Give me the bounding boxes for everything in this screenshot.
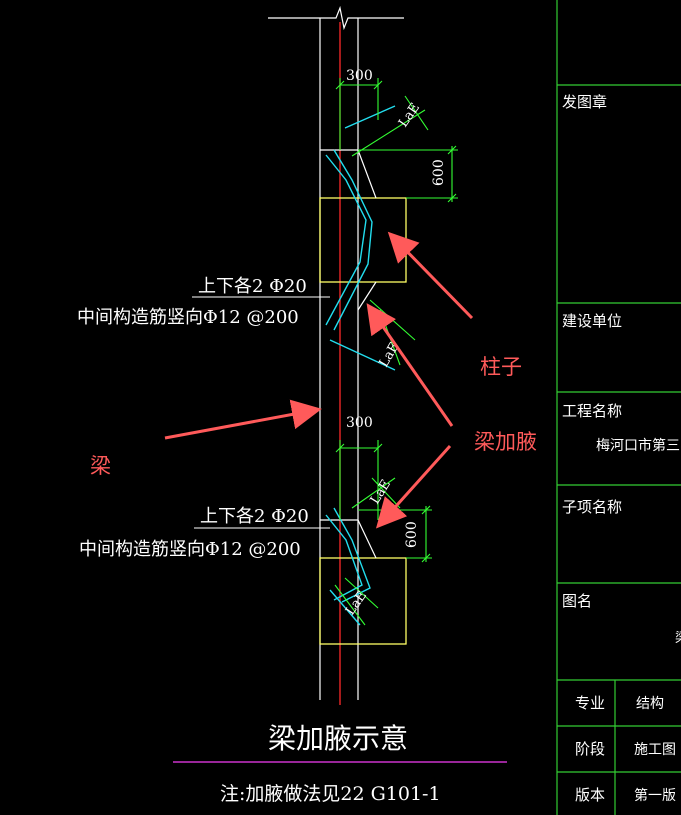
- annotation-column: 柱子: [480, 355, 522, 379]
- stamp-label: 发图章: [562, 93, 607, 111]
- drawing-note: 注:加腋做法见22 G101-1: [220, 783, 441, 805]
- rebar-note-lower-2: 中间构造筋竖向Φ12 @200: [79, 539, 301, 560]
- discipline-label: 专业: [575, 694, 605, 712]
- arrow-to-beam: [164, 399, 322, 440]
- stage-value: 施工图: [634, 742, 676, 758]
- project-value: 梅河口市第三实验小: [596, 437, 681, 454]
- arrow-to-column: [387, 231, 474, 320]
- dim-300-lower: 300: [346, 415, 373, 431]
- rebar-note-upper-1: 上下各2 Φ20: [198, 276, 307, 297]
- rebar-note-upper-2: 中间构造筋竖向Φ12 @200: [77, 307, 299, 328]
- subitem-label: 子项名称: [562, 498, 622, 516]
- annotation-beam-haunch: 梁加腋: [474, 430, 537, 454]
- stage-label: 阶段: [575, 740, 605, 758]
- drawing-name-value: 梁: [675, 631, 681, 646]
- title-block: [556, 0, 681, 815]
- version-label: 版本: [575, 786, 605, 804]
- break-line: [268, 5, 404, 31]
- annotation-beam: 梁: [90, 454, 111, 478]
- drawing-name-label: 图名: [562, 592, 592, 610]
- client-label: 建设单位: [562, 312, 622, 330]
- drawing-title: 梁加腋示意: [268, 722, 408, 755]
- rebar-note-lower-1: 上下各2 Φ20: [200, 506, 309, 527]
- dim-lae-upper-right: LaE: [376, 340, 402, 370]
- dim-600-upper: 600: [431, 159, 447, 186]
- arrow-to-haunch-upper: [366, 303, 454, 427]
- annotation-arrows: [164, 231, 474, 529]
- version-value: 第一版: [634, 787, 676, 804]
- column-lower: [319, 557, 407, 645]
- rebar-lines: [325, 105, 396, 626]
- discipline-value: 结构: [636, 696, 664, 712]
- arrow-to-haunch-lower: [375, 444, 452, 529]
- project-label: 工程名称: [562, 402, 622, 420]
- dim-600-lower: 600: [404, 521, 420, 548]
- dim-300-upper: 300: [346, 68, 373, 84]
